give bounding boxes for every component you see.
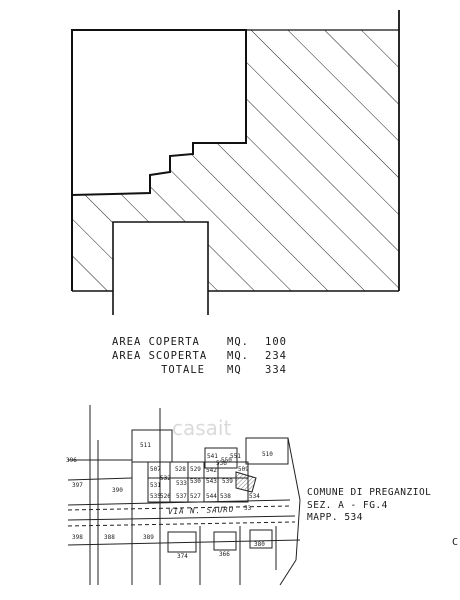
lot-number: 507 [150, 466, 161, 473]
area-scoperta-value: 234 [265, 350, 287, 362]
garage-notch [112, 221, 209, 315]
area-coperta-label: AREA COPERTA [112, 336, 200, 348]
area-totale-label: TOTALE [161, 364, 205, 376]
lot-number: 537 [176, 493, 187, 500]
lot-number: 533 [176, 480, 187, 487]
lot-number: 511 [140, 442, 151, 449]
watermark-text: casait [172, 416, 232, 440]
lot-number: 528 [175, 466, 186, 473]
area-totale-value: 334 [265, 364, 287, 376]
lot-number: 526 [160, 493, 171, 500]
lot-number: 539 [222, 478, 233, 485]
area-scoperta-row: AREA SCOPERTA MQ. 234 [112, 349, 287, 363]
lot-number: 53 [244, 505, 252, 512]
lot-number: 542 [206, 467, 217, 474]
area-totale-row: TOTALE MQ 334 [112, 363, 287, 377]
lot-number: 380 [254, 541, 265, 548]
lot-number: 509 [238, 466, 249, 473]
edge-character: C [452, 537, 459, 548]
uncovered-area [72, 30, 399, 291]
lot-number: 551 [230, 453, 241, 460]
sezione-label: SEZ. A - FG.4 [307, 499, 388, 511]
comune-label: COMUNE DI PREGANZIOL [307, 487, 432, 498]
area-totale-unit: MQ [227, 364, 242, 376]
lot-number: 366 [219, 551, 230, 558]
lot-number: 529 [190, 466, 201, 473]
cadastre-info: COMUNE DI PREGANZIOL SEZ. A - FG.4 MAPP.… [307, 487, 431, 525]
area-coperta-unit: MQ. [227, 336, 249, 348]
lot-number: 374 [177, 553, 188, 560]
lot-number: 530 [190, 478, 201, 485]
lot-number: 544 [206, 493, 217, 500]
cadastral-map [67, 405, 301, 586]
area-scoperta-unit: MQ. [227, 350, 249, 362]
lot-number: 534 [249, 493, 260, 500]
area-summary: AREA COPERTA MQ. 100 AREA SCOPERTA MQ. 2… [112, 335, 287, 377]
site-plan [71, 10, 400, 315]
lot-number: 541 [207, 453, 218, 460]
lot-number: 396 [66, 457, 77, 464]
lot-number: 390 [112, 487, 123, 494]
lot-number: 397 [72, 482, 83, 489]
covered-building [71, 29, 247, 197]
area-coperta-row: AREA COPERTA MQ. 100 [112, 335, 287, 349]
lot-number: 527 [190, 493, 201, 500]
lot-number: 538 [220, 493, 231, 500]
lot-number: 536 [216, 460, 227, 467]
lot-number: 550 [221, 457, 232, 464]
area-scoperta-label: AREA SCOPERTA [112, 350, 208, 362]
area-coperta-value: 100 [265, 336, 287, 348]
lot-number: 388 [104, 534, 115, 541]
mappale-label: MAPP. 534 [307, 512, 363, 523]
lot-number: 535 [150, 493, 161, 500]
lot-number: 543 [206, 478, 217, 485]
lot-number: 532 [160, 475, 171, 482]
lot-number: 398 [72, 534, 83, 541]
lot-number: 531 [150, 482, 161, 489]
lot-number: 510 [262, 451, 273, 458]
lot-number: 389 [143, 534, 154, 541]
